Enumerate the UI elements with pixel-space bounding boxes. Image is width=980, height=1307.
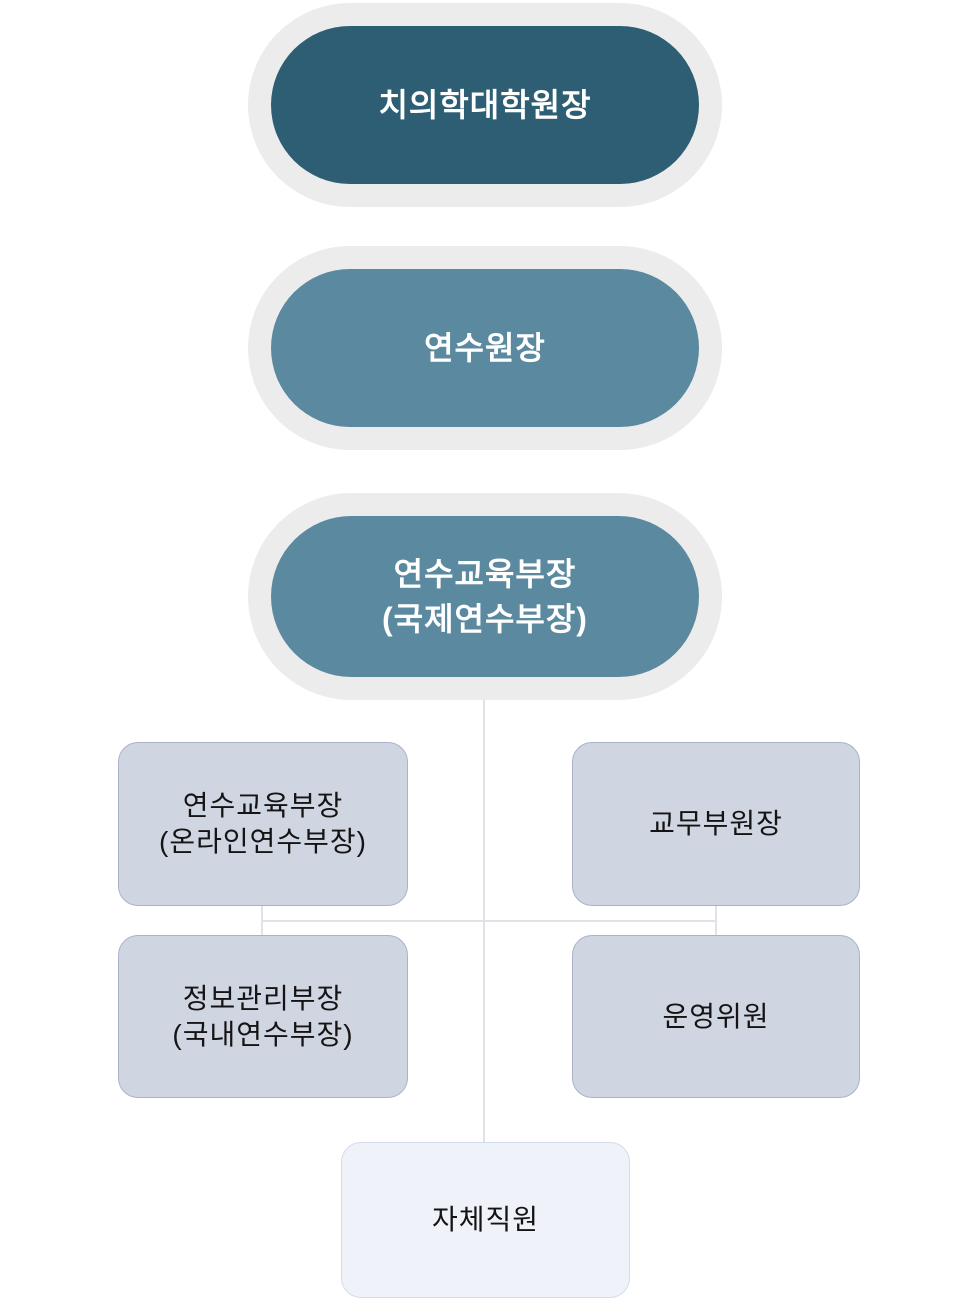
node-dean-halo: 치의학대학원장 — [248, 3, 722, 207]
node-training-education-director-online: 연수교육부장 (온라인연수부장) — [118, 742, 408, 906]
node-internal-staff-label: 자체직원 — [431, 1204, 540, 1236]
node-training-education-director-online-label: 연수교육부장 — [182, 790, 344, 822]
node-training-education-director-online-sublabel: (온라인연수부장) — [159, 826, 367, 857]
node-training-education-director-international-label: 연수교육부장 — [393, 555, 577, 592]
node-training-education-director-international-sublabel: (국제연수부장) — [382, 600, 588, 637]
node-dean: 치의학대학원장 — [271, 26, 699, 184]
node-information-management-director-domestic-sublabel: (국내연수부장) — [172, 1018, 354, 1050]
node-internal-staff: 자체직원 — [341, 1142, 630, 1298]
node-steering-committee-member: 운영위원 — [572, 935, 860, 1098]
connector-horizontal-tie — [262, 920, 717, 922]
node-information-management-director-domestic-label: 정보관리부장 — [182, 982, 344, 1014]
node-academic-affairs-deputy-dean-label: 교무부원장 — [649, 808, 783, 840]
node-steering-committee-member-label: 운영위원 — [662, 1000, 770, 1032]
connector-right-stub — [715, 906, 717, 936]
node-training-center-director: 연수원장 — [271, 269, 699, 427]
node-training-education-director-international-halo: 연수교육부장 (국제연수부장) — [248, 493, 722, 700]
node-training-education-director-international: 연수교육부장 (국제연수부장) — [271, 516, 699, 677]
connector-left-stub — [261, 906, 263, 936]
node-dean-label: 치의학대학원장 — [378, 86, 592, 123]
node-information-management-director-domestic: 정보관리부장 (국내연수부장) — [118, 935, 408, 1098]
node-training-center-director-label: 연수원장 — [424, 329, 546, 366]
node-training-center-director-halo: 연수원장 — [248, 246, 722, 450]
node-academic-affairs-deputy-dean: 교무부원장 — [572, 742, 860, 906]
